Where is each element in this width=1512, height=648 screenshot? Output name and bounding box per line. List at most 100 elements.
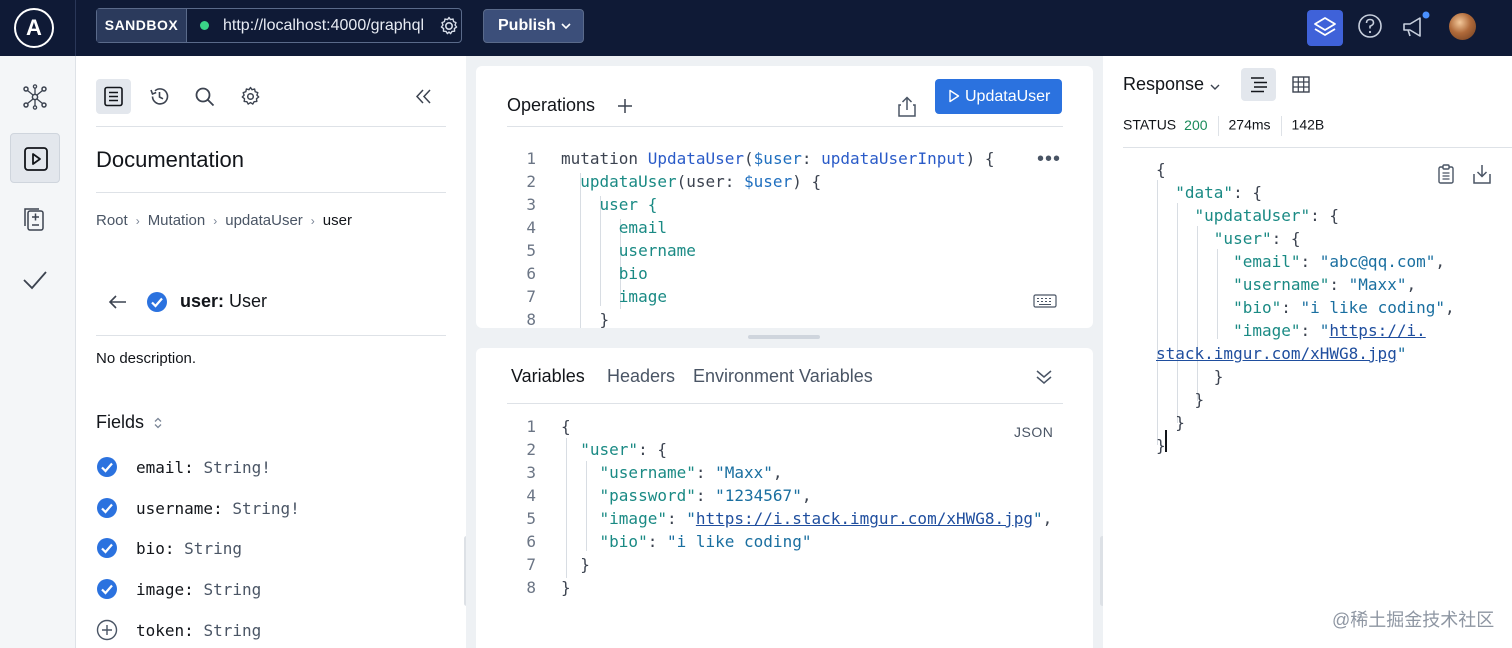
avatar[interactable] [1449,13,1476,40]
field-type[interactable]: String! [203,458,271,477]
explorer-icon[interactable] [10,133,60,183]
apollo-logo[interactable]: A [14,8,54,48]
tab-headers[interactable]: Headers [607,366,676,386]
copy-icon[interactable] [1436,163,1456,185]
code-token: "bio" [1233,298,1282,317]
breadcrumb-mutation[interactable]: Mutation [147,212,206,229]
variables-editor[interactable]: { "user": { "username": "Maxx", "passwor… [561,415,1052,599]
announcement-icon[interactable] [1398,10,1434,46]
status-code: 200 [1184,116,1208,133]
indent-guide [1217,249,1218,339]
tab-variables[interactable]: Variables [511,366,585,386]
run-operation-button[interactable]: UpdataUser [935,79,1062,114]
variables-card: Variables Headers Environment Variables … [476,348,1093,648]
field-type[interactable]: String! [232,499,300,518]
code-token: email [618,218,667,237]
history-icon[interactable] [142,79,177,114]
indent-guide [600,196,601,306]
search-icon[interactable] [187,79,222,114]
fields-title: Fields [96,412,145,432]
type-header: user: User [180,291,267,312]
operations-card: Operations UpdataUser 1 2 3 4 5 6 7 8 mu… [476,66,1093,328]
code-token: "data" [1175,183,1234,202]
checked-circle-icon[interactable] [96,456,118,478]
publish-button[interactable]: Publish [483,9,584,43]
line-numbers: 1 2 3 4 5 6 7 8 [526,149,536,328]
back-arrow-icon[interactable] [106,291,130,313]
schema-reference-icon[interactable] [1307,10,1343,46]
code-token: , [1435,252,1445,271]
checks-icon[interactable] [10,194,60,244]
breadcrumb-updatauser[interactable]: updataUser [225,212,303,229]
checked-circle-icon[interactable] [96,537,118,559]
tab-environment-variables[interactable]: Environment Variables [693,366,873,386]
divider [1280,116,1282,136]
breadcrumb-user: user [322,212,352,229]
connection-status-dot [200,21,209,30]
field-name: image: [136,580,194,599]
checked-circle-icon[interactable] [96,497,118,519]
collapse-panel-icon[interactable] [406,79,441,114]
help-icon[interactable] [1352,10,1388,46]
code-token: "user" [580,440,639,459]
type-field-name: user [180,291,219,311]
code-token: } [561,578,571,597]
type-name[interactable]: User [229,291,268,311]
resize-handle[interactable] [748,335,820,339]
code-token: $user [753,149,802,168]
operations-title: Operations [507,95,596,115]
download-icon[interactable] [1472,163,1492,185]
sort-icon[interactable] [152,416,164,430]
operation-editor[interactable]: mutation UpdataUser($user: updataUserInp… [561,147,995,328]
response-time: 274ms [1228,116,1271,133]
code-token: ) { [965,149,995,168]
launches-icon[interactable] [10,255,60,305]
table-view-toggle[interactable] [1283,68,1318,101]
text-cursor [1165,430,1167,452]
field-type[interactable]: String [203,580,262,599]
endpoint-url[interactable]: http://localhost:4000/graphql [223,17,425,34]
status-label: STATUS [1123,116,1177,133]
code-token: "updataUser" [1194,206,1311,225]
code-token: : [1281,298,1301,317]
keyboard-icon[interactable] [1033,294,1057,308]
json-view-toggle[interactable] [1241,68,1276,101]
code-token: "user" [1213,229,1272,248]
image-url-link[interactable]: https://i. [1329,321,1426,340]
code-token: { [1156,160,1166,179]
code-token: } [1175,413,1185,432]
field-type[interactable]: String [203,621,262,640]
checked-circle-icon[interactable] [96,578,118,600]
field-label: image: String [136,580,261,599]
code-token: { [561,417,571,436]
breadcrumb-root[interactable]: Root [96,212,128,229]
settings-icon[interactable] [437,12,461,38]
chevron-down-icon[interactable] [1209,81,1221,93]
field-name: email: [136,458,194,477]
collapse-icon[interactable] [1034,368,1054,386]
settings-icon[interactable] [233,79,268,114]
share-icon[interactable] [897,96,917,118]
endpoint-field[interactable]: SANDBOX http://localhost:4000/graphql [96,8,462,43]
field-label: username: String! [136,499,300,518]
image-url-link[interactable]: stack.imgur.com/xHWG8.jpg [1156,344,1397,363]
documentation-title: Documentation [96,147,244,172]
checked-circle-icon[interactable] [146,291,168,313]
code-token: user { [599,195,658,214]
add-tab-icon[interactable] [616,97,634,115]
documentation-tab-icon[interactable] [96,79,131,114]
add-circle-icon[interactable] [96,619,118,641]
code-token: } [1213,367,1224,386]
divider [96,192,446,193]
response-viewer[interactable]: { "data": { "updataUser": { "user": { "e… [1156,158,1455,457]
schema-icon[interactable] [10,72,60,122]
code-token: : [1329,275,1349,294]
code-token: image [618,287,667,306]
code-token: } [1194,390,1205,409]
center-scrollbar[interactable] [1100,536,1105,606]
image-url-link[interactable]: https://i.stack.imgur.com/xHWG8.jpg [695,509,1034,528]
field-type[interactable]: String [184,539,242,558]
response-title[interactable]: Response [1123,74,1205,94]
more-options-icon[interactable]: ••• [1037,148,1062,170]
